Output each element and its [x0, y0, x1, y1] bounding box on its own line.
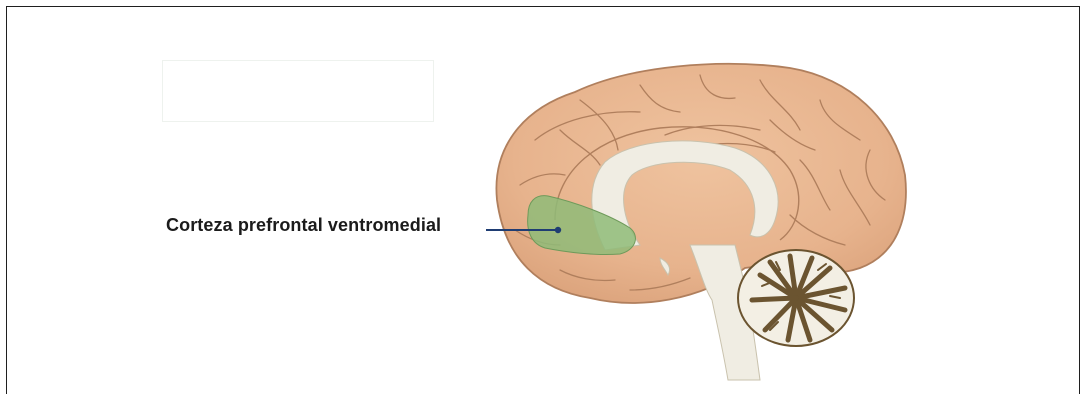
label-pointer-dot [555, 227, 561, 233]
cerebellum [738, 250, 854, 346]
region-label: Corteza prefrontal ventromedial [166, 215, 441, 236]
